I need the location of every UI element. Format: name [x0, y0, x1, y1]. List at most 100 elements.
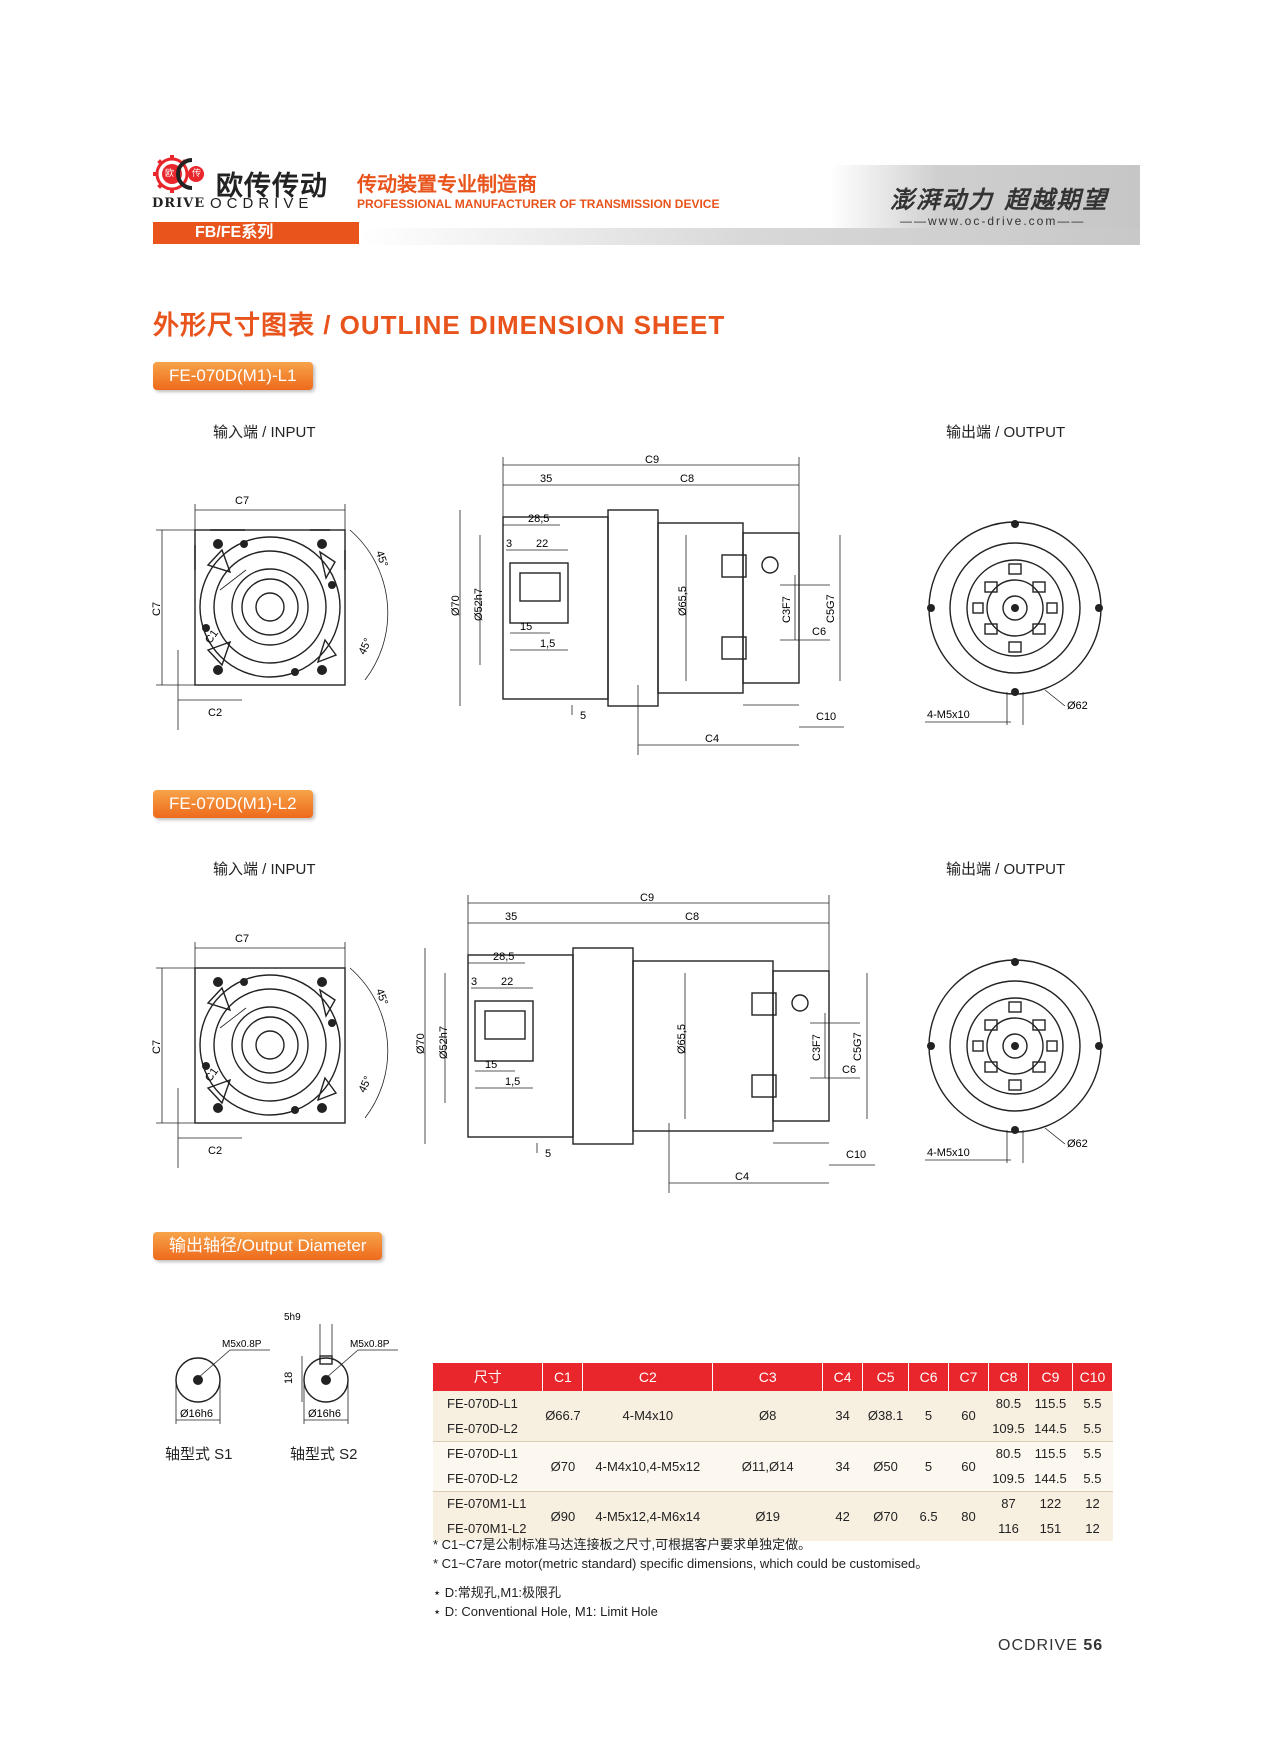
s2-thread: M5x0.8P — [350, 1339, 390, 1350]
table-row: FE-070D-L2 109.5 144.5 5.5 — [433, 1416, 1113, 1441]
notes: * C1~C7是公制标准马达连接板之尺寸,可根据客户要求单独定做。 * C1~C… — [433, 1535, 928, 1621]
dim-15-l2: 15 — [485, 1059, 497, 1071]
table-row: FE-070D-L2 109.5 144.5 5.5 — [433, 1466, 1113, 1491]
cell-model: FE-070D-L2 — [433, 1416, 543, 1441]
cell-c7: 60 — [948, 1440, 989, 1491]
dim-28-5-l2: 28,5 — [493, 951, 514, 963]
brand-name-en: OCDRIVE — [210, 195, 314, 212]
cell-c5: Ø50 — [862, 1440, 909, 1491]
cell-c10: 5.5 — [1072, 1440, 1113, 1466]
cell-c9: 144.5 — [1028, 1416, 1073, 1441]
dim-c2-l2: C2 — [208, 1145, 222, 1157]
dim-1-5: 1,5 — [540, 638, 555, 650]
cell-c4: 34 — [822, 1391, 863, 1441]
input-view-drawing-l2: C7 C7 C1 C2 45° 45° — [151, 933, 390, 1168]
note-1: * C1~C7是公制标准马达连接板之尺寸,可根据客户要求单独定做。 — [433, 1537, 812, 1552]
note-3: ⋆ D:常规孔,M1:极限孔 — [433, 1585, 562, 1600]
dim-22-l2: 22 — [501, 976, 513, 988]
cell-c8: 80.5 — [988, 1391, 1029, 1416]
th-c1: C1 — [542, 1363, 584, 1391]
dim-c10-l2: C10 — [846, 1149, 866, 1161]
dim-c7-top-l2: C7 — [235, 933, 249, 945]
dim-c7-side: C7 — [151, 602, 163, 616]
cell-model: FE-070D-L2 — [433, 1466, 543, 1491]
cell-c1: Ø66.7 — [542, 1391, 583, 1441]
cell-c1: Ø70 — [542, 1440, 583, 1491]
dim-angle-top-l2: 45° — [373, 987, 390, 1007]
cell-c10: 12 — [1072, 1516, 1113, 1541]
output-diameter-badge: 输出轴径/Output Diameter — [153, 1232, 383, 1260]
dim-3-l2: 3 — [471, 976, 477, 988]
dim-c4-l2: C4 — [735, 1171, 749, 1183]
dim-3: 3 — [506, 538, 512, 550]
cell-c8: 109.5 — [988, 1466, 1029, 1491]
output-label-l2: 输出端 / OUTPUT — [946, 861, 1066, 878]
dim-22: 22 — [536, 538, 548, 550]
dim-c8: C8 — [680, 473, 694, 485]
cell-c4: 34 — [822, 1440, 863, 1491]
cell-c8: 80.5 — [988, 1440, 1029, 1466]
cell-c9: 115.5 — [1028, 1391, 1073, 1416]
th-c5: C5 — [862, 1363, 910, 1391]
header-gray-band-low — [360, 228, 1140, 245]
page-header: 欧 传 欧传传动 DRIVE OCDRIVE 传动装置专业制造商 PROFESS… — [0, 0, 1280, 260]
tagline-en: PROFESSIONAL MANUFACTURER OF TRANSMISSIO… — [357, 197, 720, 211]
s2-height: 18 — [283, 1372, 295, 1384]
th-c9: C9 — [1028, 1363, 1073, 1391]
dim-15: 15 — [520, 621, 532, 633]
cell-c9: 115.5 — [1028, 1440, 1073, 1466]
dim-c2: C2 — [208, 707, 222, 719]
logo-char-2: 传 — [192, 169, 202, 179]
dim-angle-bottom-l2: 45° — [357, 1074, 375, 1094]
shaft-s1-label: 轴型式 S1 — [165, 1446, 233, 1463]
th-c6: C6 — [908, 1363, 950, 1391]
cell-c9: 144.5 — [1028, 1466, 1073, 1491]
dim-d52-l2: Ø52h7 — [438, 1026, 450, 1059]
cell-c6: 5 — [908, 1391, 949, 1441]
dim-c7-top: C7 — [235, 495, 249, 507]
cell-model: FE-070D-L1 — [433, 1440, 543, 1466]
dim-c3: C3F7 — [781, 596, 793, 623]
cell-c2: 4-M4x10,4-M5x12 — [582, 1440, 713, 1491]
th-size: 尺寸 — [433, 1363, 544, 1391]
footer-brand: OCDRIVE — [998, 1637, 1078, 1654]
dim-d62-l2: Ø62 — [1067, 1138, 1088, 1150]
cell-c6: 6.5 — [908, 1490, 949, 1541]
dim-angle-bottom: 45° — [357, 636, 375, 656]
cell-c8: 109.5 — [988, 1416, 1029, 1441]
cell-c7: 60 — [948, 1391, 989, 1441]
shaft-s2-drawing: 5h9 18 M5x0.8P Ø16h6 — [283, 1312, 398, 1424]
output-label-l1: 输出端 / OUTPUT — [946, 424, 1066, 441]
cell-c5: Ø70 — [862, 1490, 909, 1541]
cell-c7: 80 — [948, 1490, 989, 1541]
cell-c2: 4-M4x10 — [582, 1391, 713, 1441]
side-view-drawing-l1: C9 35 C8 28,5 3 22 15 1,5 5 Ø70 Ø52h7 Ø6… — [450, 455, 844, 755]
side-view-drawing-l2: C9 35 C8 28,5 3 22 15 1,5 5 Ø70 Ø52h7 Ø6… — [415, 893, 875, 1193]
dim-c7-side-l2: C7 — [151, 1040, 163, 1054]
section-badge-l1: FE-070D(M1)-L1 — [153, 362, 313, 390]
cell-c5: Ø38.1 — [862, 1391, 909, 1441]
dim-5-l2: 5 — [545, 1148, 551, 1160]
cell-c2: 4-M5x12,4-M6x14 — [582, 1490, 713, 1541]
dim-c6: C6 — [812, 626, 826, 638]
output-view-drawing-l2: 4-M5x10 Ø62 — [925, 958, 1103, 1163]
page-title: 外形尺寸图表 / OUTLINE DIMENSION SHEET — [153, 310, 726, 340]
cell-c8: 87 — [988, 1490, 1029, 1516]
dim-28-5: 28,5 — [528, 513, 549, 525]
th-c7: C7 — [948, 1363, 989, 1391]
dim-c3-l2: C3F7 — [811, 1034, 823, 1061]
s2-dia: Ø16h6 — [308, 1408, 341, 1420]
s2-key: 5h9 — [284, 1312, 301, 1323]
dim-d62: Ø62 — [1067, 700, 1088, 712]
input-label-l2: 输入端 / INPUT — [213, 861, 316, 878]
th-c2: C2 — [582, 1363, 714, 1391]
page-number: 56 — [1083, 1637, 1104, 1654]
dim-bolt-l2: 4-M5x10 — [927, 1147, 970, 1159]
brand-drive: DRIVE — [152, 196, 206, 211]
cell-c3: Ø19 — [712, 1490, 823, 1541]
table-row: FE-070M1-L1 Ø90 4-M5x12,4-M6x14 Ø19 42 Ø… — [433, 1490, 1113, 1541]
shaft-s2-label: 轴型式 S2 — [290, 1446, 358, 1463]
dim-c6-l2: C6 — [842, 1064, 856, 1076]
table-row: FE-070D-L1 Ø66.7 4-M4x10 Ø8 34 Ø38.1 5 6… — [433, 1391, 1113, 1441]
input-view-drawing-l1: C7 C7 C1 C2 45° 45° — [151, 495, 390, 730]
